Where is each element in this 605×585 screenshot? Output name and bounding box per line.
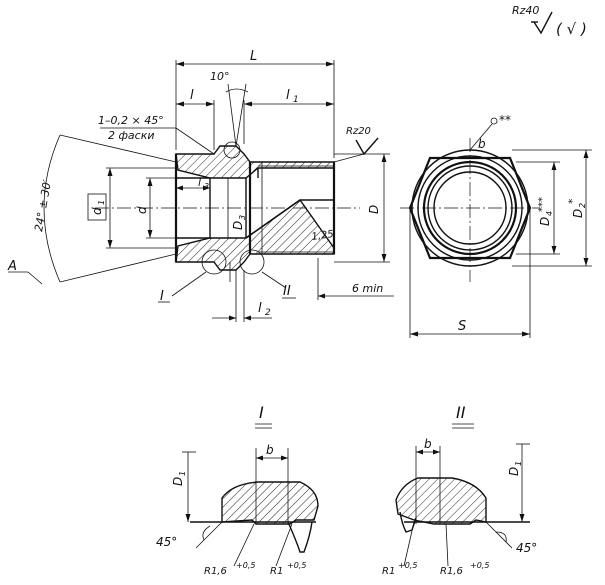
detail-I-title: I: [259, 403, 264, 422]
dim-D2-mark: *: [566, 198, 579, 204]
detail-II-D1-label: D: [507, 467, 521, 476]
size-b-top: b: [478, 137, 486, 151]
dim-l-label: l: [190, 88, 194, 103]
detail-I-body: [221, 481, 319, 525]
dim-D2-label: D: [571, 209, 585, 218]
detail-I-R16-tol: +0,5: [236, 561, 255, 570]
upper-wall-section: [175, 145, 335, 179]
seal-circle-outer: [422, 160, 518, 256]
roughness-general-paren: ( √ ): [556, 20, 587, 38]
cone-angle-label: 24° ± 30′: [32, 178, 54, 232]
detail-II-R16-tol: +0,5: [470, 561, 489, 570]
chamfer-line2: 2 фаски: [108, 129, 154, 142]
detail-II-leader: II: [261, 271, 296, 299]
mark-double-star: **: [499, 113, 511, 127]
dim-L: L: [175, 49, 335, 158]
detail-II-b-label: b: [424, 437, 432, 451]
detail-I: I b D 1 45° R1,6 +0,5 R1 +0,5: [156, 403, 319, 577]
bore-outline: [176, 168, 334, 239]
section-view: L l l 1 10° 1–0,2 × 45°: [7, 49, 394, 322]
dim-S: S: [409, 210, 531, 338]
hex-outline: [408, 156, 532, 260]
dim-D3-sub: 3: [238, 215, 247, 220]
detail-I-leader: I: [158, 271, 207, 304]
detail-I-D1-sub: 1: [178, 471, 187, 476]
dim-d1-sub: 1: [97, 200, 106, 205]
dim-l2-label: l: [258, 301, 262, 316]
detail-I-D1-label: D: [171, 477, 185, 486]
lower-wall-section: [175, 199, 335, 271]
bore-circle: [433, 171, 507, 245]
dim-d1-label: d: [90, 207, 104, 215]
detail-II-body: [395, 477, 487, 525]
dim-l3-label: l: [198, 176, 201, 189]
cone-line: [245, 199, 301, 239]
roughness-thread-label: Rz20: [346, 126, 371, 137]
detail-II-label: II: [283, 284, 291, 299]
dim-D-label: D: [367, 205, 381, 214]
detail-I-label: I: [160, 289, 164, 304]
thread-lines: [258, 162, 334, 254]
detail-II-title: II: [456, 403, 466, 422]
dim-L-label: L: [250, 49, 257, 64]
detail-I-R1-tol: +0,5: [287, 561, 306, 570]
detail-I-lip: [287, 521, 313, 553]
six-min-label: 6 min: [352, 282, 383, 295]
view-a-label: A: [7, 259, 17, 274]
dim-D4-mark: ***: [537, 197, 548, 212]
roughness-thread: Rz20: [333, 126, 379, 163]
radius-125-label: 1,25: [311, 229, 335, 243]
dim-l3-sub: 3: [204, 182, 209, 191]
dim-D4-sub: 4: [545, 211, 554, 216]
dim-D2-sub: 2: [578, 203, 587, 208]
detail-II: II b D 1 45° R1 +0,5 R1,6 +0,5: [382, 403, 537, 577]
dim-l1-sub: 1: [293, 95, 299, 105]
general-roughness-symbol: Rz40 ( √ ): [512, 4, 587, 38]
detail-circle-II: [239, 249, 265, 275]
dim-D4-label: D: [538, 217, 552, 226]
dim-l1: l 1: [243, 88, 334, 144]
outer-thread-circle: [417, 155, 523, 261]
chamfer-line1: 1–0,2 × 45°: [98, 114, 164, 127]
dim-l2: l 2: [212, 270, 272, 322]
detail-II-R1-tol: +0,5: [398, 561, 417, 570]
dim-d: d: [135, 177, 176, 239]
angle-10-label: 10°: [210, 70, 230, 83]
dim-S-label: S: [458, 319, 466, 334]
dim-D3-label: D: [231, 221, 245, 230]
dim-6min: 6 min: [317, 258, 394, 300]
detail-I-45-label: 45°: [156, 535, 177, 549]
detail-I-b-label: b: [266, 443, 274, 457]
seal-circle-inner: [427, 165, 513, 251]
dim-D: D: [334, 153, 390, 263]
dim-d-label: d: [135, 206, 149, 214]
detail-II-R16: R1,6: [440, 566, 463, 577]
dim-l3: l 3: [176, 176, 210, 191]
end-view: ** b D 4 *** D 2 *: [400, 113, 592, 338]
detail-II-R1: R1: [382, 566, 395, 577]
dim-l2-sub: 2: [265, 308, 271, 318]
body-outline: [174, 154, 336, 262]
upper-seal-circle: [223, 141, 241, 159]
detail-II-45-label: 45°: [516, 541, 537, 555]
dim-D4: D 4 ***: [516, 161, 560, 255]
detail-II-D1-sub: 1: [514, 461, 523, 466]
dim-D3: D 3: [227, 178, 247, 238]
detail-circle-I: [201, 249, 227, 275]
dim-l1-label: l: [286, 88, 290, 103]
chamfer-note: 1–0,2 × 45° 2 фаски: [98, 114, 215, 155]
b-leader: ** b: [469, 113, 511, 151]
detail-I-R16: R1,6: [204, 566, 227, 577]
angle-10: 10°: [210, 70, 249, 147]
roughness-general-label: Rz40: [512, 4, 539, 17]
detail-I-R1: R1: [270, 566, 283, 577]
dim-d1: d 1: [87, 167, 176, 249]
dim-D2: D 2 *: [512, 149, 592, 267]
dim-l: l: [176, 88, 215, 150]
